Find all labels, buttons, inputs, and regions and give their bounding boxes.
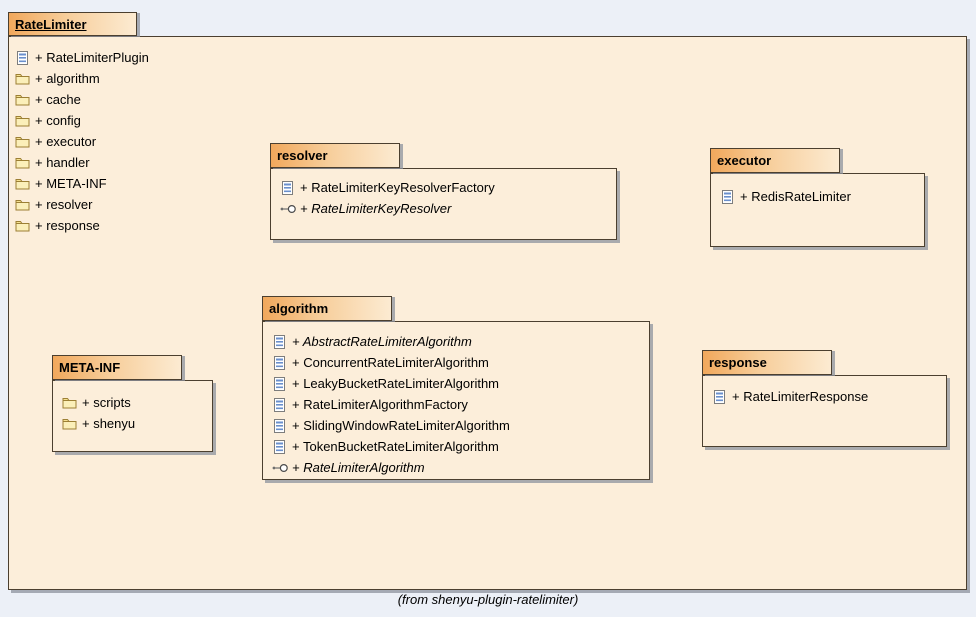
- package-ratelimiter-members: + RateLimiterPlugin + algorithm + cache …: [14, 47, 149, 236]
- member-row: + SlidingWindowRateLimiterAlgorithm: [271, 415, 510, 436]
- member-row: + cache: [14, 89, 149, 110]
- member-label: + TokenBucketRateLimiterAlgorithm: [292, 439, 499, 454]
- package-response-members: + RateLimiterResponse: [711, 386, 868, 407]
- member-label: + config: [35, 113, 81, 128]
- folder-icon: [14, 94, 31, 106]
- package-name: executor: [717, 153, 772, 168]
- member-label: + resolver: [35, 197, 93, 212]
- diagram-caption: (from shenyu-plugin-ratelimiter): [397, 592, 579, 607]
- interface-icon: [279, 204, 296, 214]
- package-algorithm-tab: algorithm: [262, 296, 392, 321]
- package-executor-members: + RedisRateLimiter: [719, 186, 851, 207]
- package-response-body: [702, 375, 947, 447]
- package-algorithm-body: [262, 321, 650, 480]
- member-label: + AbstractRateLimiterAlgorithm: [292, 334, 472, 349]
- member-row: + TokenBucketRateLimiterAlgorithm: [271, 436, 510, 457]
- member-label: + SlidingWindowRateLimiterAlgorithm: [292, 418, 510, 433]
- package-meta-inf-body: [52, 380, 213, 452]
- class-icon: [271, 334, 288, 349]
- member-label: + RateLimiterKeyResolverFactory: [300, 180, 495, 195]
- member-label: + RateLimiterPlugin: [35, 50, 149, 65]
- class-icon: [279, 180, 296, 195]
- member-row: + config: [14, 110, 149, 131]
- package-name: response: [709, 355, 767, 370]
- member-label: + RateLimiterAlgorithmFactory: [292, 397, 468, 412]
- folder-icon: [61, 397, 78, 409]
- class-icon: [14, 50, 31, 65]
- package-name: META-INF: [59, 360, 121, 375]
- member-row: + RateLimiterKeyResolver: [279, 198, 495, 219]
- member-row: + RateLimiterAlgorithm: [271, 457, 510, 478]
- member-label: + RedisRateLimiter: [740, 189, 851, 204]
- member-label: + response: [35, 218, 100, 233]
- class-icon: [271, 418, 288, 433]
- member-row: + RedisRateLimiter: [719, 186, 851, 207]
- package-resolver-tab: resolver: [270, 143, 400, 168]
- member-row: + response: [14, 215, 149, 236]
- class-icon: [271, 355, 288, 370]
- member-label: + cache: [35, 92, 81, 107]
- member-row: + ConcurrentRateLimiterAlgorithm: [271, 352, 510, 373]
- package-meta-inf-members: + scripts + shenyu: [61, 392, 135, 434]
- member-row: + scripts: [61, 392, 135, 413]
- package-meta-inf-tab: META-INF: [52, 355, 182, 380]
- member-label: + META-INF: [35, 176, 107, 191]
- class-icon: [271, 376, 288, 391]
- folder-icon: [61, 418, 78, 430]
- member-row: + resolver: [14, 194, 149, 215]
- member-label: + algorithm: [35, 71, 100, 86]
- folder-icon: [14, 115, 31, 127]
- folder-icon: [14, 199, 31, 211]
- member-label: + RateLimiterResponse: [732, 389, 869, 404]
- member-label: + RateLimiterAlgorithm: [292, 460, 425, 475]
- member-row: + LeakyBucketRateLimiterAlgorithm: [271, 373, 510, 394]
- member-label: + LeakyBucketRateLimiterAlgorithm: [292, 376, 500, 391]
- class-icon: [271, 397, 288, 412]
- folder-icon: [14, 73, 31, 85]
- member-row: + RateLimiterResponse: [711, 386, 868, 407]
- package-name: resolver: [277, 148, 328, 163]
- member-label: + scripts: [82, 395, 131, 410]
- package-resolver-members: + RateLimiterKeyResolverFactory + RateLi…: [279, 177, 495, 219]
- package-name: algorithm: [269, 301, 329, 316]
- class-icon: [271, 439, 288, 454]
- package-algorithm-members: + AbstractRateLimiterAlgorithm + Concurr…: [271, 331, 510, 478]
- folder-icon: [14, 220, 31, 232]
- member-label: + executor: [35, 134, 97, 149]
- member-row: + AbstractRateLimiterAlgorithm: [271, 331, 510, 352]
- package-executor-tab: executor: [710, 148, 840, 173]
- package-executor-body: [710, 173, 925, 247]
- member-row: + algorithm: [14, 68, 149, 89]
- member-label: + RateLimiterKeyResolver: [300, 201, 452, 216]
- member-label: + handler: [35, 155, 90, 170]
- member-row: + RateLimiterKeyResolverFactory: [279, 177, 495, 198]
- package-response-tab: response: [702, 350, 832, 375]
- package-ratelimiter-body: [8, 36, 967, 590]
- member-row: + RateLimiterPlugin: [14, 47, 149, 68]
- member-label: + ConcurrentRateLimiterAlgorithm: [292, 355, 489, 370]
- package-resolver-body: [270, 168, 617, 240]
- interface-icon: [271, 463, 288, 473]
- class-icon: [711, 389, 728, 404]
- folder-icon: [14, 178, 31, 190]
- member-row: + RateLimiterAlgorithmFactory: [271, 394, 510, 415]
- member-row: + handler: [14, 152, 149, 173]
- folder-icon: [14, 157, 31, 169]
- member-row: + executor: [14, 131, 149, 152]
- package-name: RateLimiter: [15, 16, 87, 32]
- member-row: + shenyu: [61, 413, 135, 434]
- folder-icon: [14, 136, 31, 148]
- class-icon: [719, 189, 736, 204]
- member-row: + META-INF: [14, 173, 149, 194]
- package-ratelimiter-tab: RateLimiter: [8, 12, 137, 36]
- member-label: + shenyu: [82, 416, 136, 431]
